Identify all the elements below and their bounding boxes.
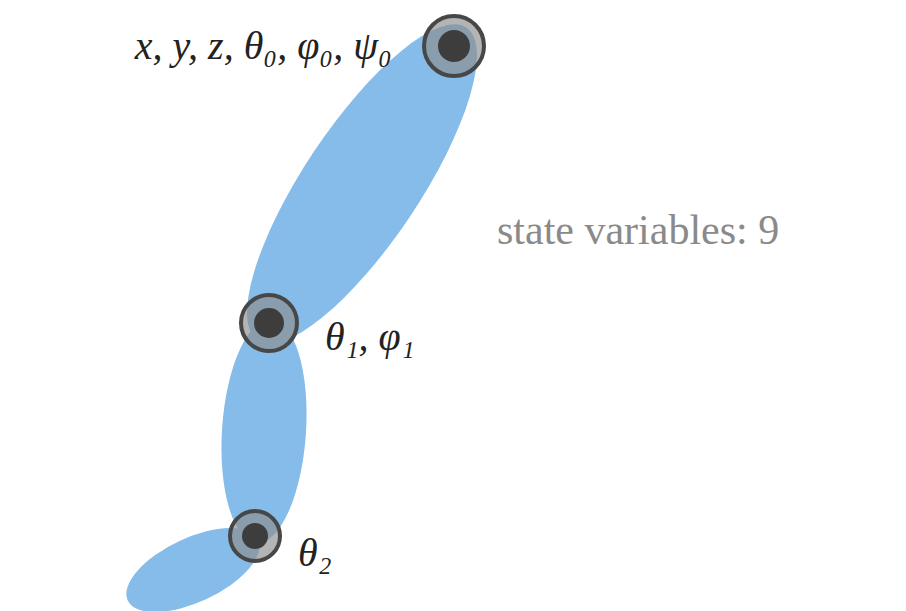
pose-variables: x, y, z, θ₀, φ₀, ψ₀ bbox=[135, 26, 392, 66]
state-count: state variables: 9 bbox=[497, 209, 779, 251]
joint-0 bbox=[424, 16, 484, 76]
joint-1 bbox=[241, 295, 297, 351]
joint-variable: θ₂ bbox=[298, 533, 332, 573]
joint-variables: θ₁, φ₁ bbox=[325, 317, 415, 357]
joint-2 bbox=[230, 511, 280, 561]
